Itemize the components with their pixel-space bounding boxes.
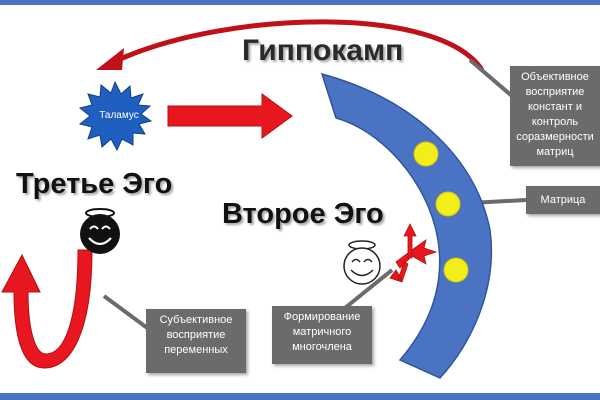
hippocampus-arc [320, 72, 493, 379]
subjective-line-1: Субъективное [159, 314, 233, 326]
formation-callout-connector [338, 268, 394, 314]
subjective-perception-callout: Субъективное восприятие переменных [146, 309, 246, 373]
feedback-arc-arrowhead [96, 48, 124, 70]
feedback-arc-arrow [116, 19, 485, 72]
subjective-line-2: восприятие [166, 329, 226, 341]
top-border [0, 0, 600, 5]
objective-callout-connector [468, 58, 514, 98]
smiley-face-black-icon [80, 214, 120, 254]
objective-line-4: контроль [531, 116, 579, 128]
objective-perception-callout: Объективное восприятие констант и контро… [510, 66, 600, 166]
objective-line-5: соразмерности [516, 131, 594, 143]
starburst-icon [78, 80, 153, 152]
bottom-border [0, 393, 600, 400]
second-ego-multi-arrow [389, 223, 438, 283]
matrix-callout: Матрица [526, 186, 600, 214]
subjective-line-3: переменных [164, 344, 228, 356]
matrix-dot-3 [443, 257, 469, 283]
smiley-face-outline-icon [343, 247, 381, 285]
third-ego-loop-arrow [1, 249, 93, 369]
second-ego-title: Второе Эго [222, 198, 384, 230]
subjective-callout-connector [102, 294, 152, 332]
hippocampus-title: Гиппокамп [242, 34, 404, 67]
third-ego-title: Третье Эго [16, 168, 173, 200]
formation-line-1: Формирование [283, 311, 361, 323]
thalamus-to-hippocampus-arrow [167, 93, 293, 139]
formation-line-3: многочлена [292, 341, 352, 353]
matrix-dot-1 [413, 141, 439, 167]
formation-callout: Формирование матричного многочлена [272, 306, 372, 364]
formation-line-2: матричного [292, 326, 352, 338]
objective-line-6: матриц [536, 146, 574, 158]
objective-line-1: Объективное [521, 71, 589, 83]
objective-line-3: констант и [528, 101, 582, 113]
objective-line-2: восприятие [525, 86, 585, 98]
thalamus-label: Таламус [99, 110, 139, 121]
matrix-dot-2 [435, 191, 461, 217]
